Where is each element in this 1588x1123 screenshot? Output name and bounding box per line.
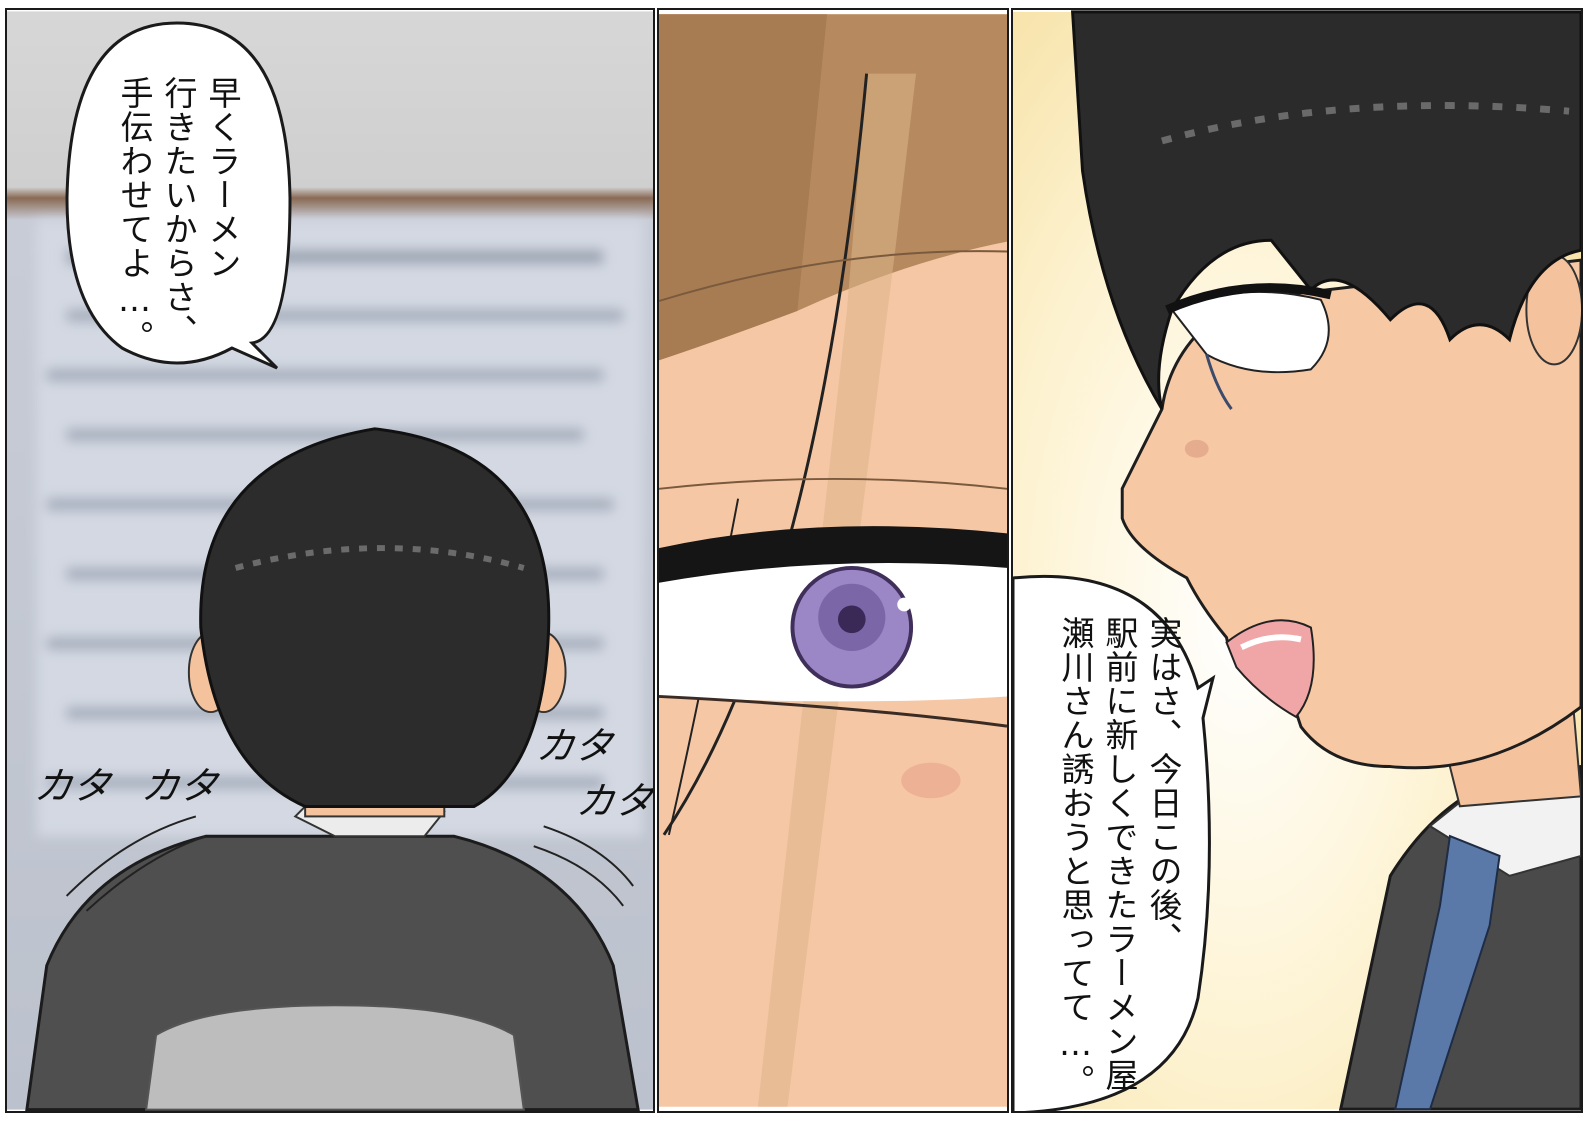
upper-eyelash (659, 526, 1007, 583)
motion-line-right-2 (533, 845, 624, 907)
speech-bubble-1-shape (65, 21, 292, 370)
hair-strands-dark (659, 14, 828, 361)
sfx-typing: カタ (32, 764, 113, 808)
speech-bubble-1: 早くラーメン 行きたいからさ、 手伝わせてよ…。 (62, 18, 297, 388)
hair-back (199, 427, 551, 808)
lower-eyelid (659, 694, 1007, 728)
motion-line-left (65, 815, 197, 897)
panel-1-illustration (7, 11, 653, 1111)
cheek-mark (1184, 439, 1209, 458)
pupil (837, 605, 866, 634)
eye-highlight (897, 597, 912, 612)
tie (1394, 834, 1501, 1111)
speech-line: 駅前に新しくできたラーメン屋 (1100, 616, 1139, 1092)
speech-line: 行きたいからさ、 (159, 76, 198, 348)
speech-line: 早くラーメン (203, 76, 242, 280)
speech-bubble-3: 実はさ、今日この後、 駅前に新しくできたラーメン屋 瀬川さん誘おうと思ってて…。 (1013, 568, 1223, 1111)
hair-highlight (234, 545, 525, 571)
motion-line-right (543, 825, 634, 887)
speech-bubble-3-text: 実はさ、今日この後、 駅前に新しくできたラーメン屋 瀬川さん誘おうと思ってて…。 (1053, 616, 1185, 1098)
sfx-typing: カタ (139, 764, 220, 808)
chair (145, 1004, 525, 1111)
hair (1070, 10, 1581, 410)
panel-3: 実はさ、今日この後、 駅前に新しくできたラーメン屋 瀬川さん誘おうと思ってて…。 (1011, 8, 1583, 1113)
speech-line: 実はさ、今日この後、 (1144, 616, 1183, 956)
blush (901, 762, 961, 799)
hair-highlight (1161, 102, 1570, 145)
teeth (1240, 634, 1302, 651)
sfx-typing: カタ (574, 779, 655, 823)
motion-line-left-2 (85, 835, 207, 912)
panel-2 (657, 8, 1009, 1113)
eyelash (1165, 283, 1332, 314)
speech-line: 瀬川さん誘おうと思ってて…。 (1056, 616, 1095, 1098)
speech-bubble-3-shape (1013, 574, 1216, 1111)
sfx-typing: カタ (534, 724, 615, 768)
eyelid-crease (659, 477, 1007, 490)
panel-1: 早くラーメン 行きたいからさ、 手伝わせてよ…。 カタ カタ カタ カタ (5, 8, 655, 1113)
speech-line: 手伝わせてよ…。 (115, 76, 154, 354)
eyebrow-line (659, 250, 1007, 302)
panel-2-illustration (659, 14, 1007, 1107)
speech-bubble-1-text: 早くラーメン 行きたいからさ、 手伝わせてよ…。 (112, 76, 244, 354)
iris-edge (1205, 354, 1233, 410)
